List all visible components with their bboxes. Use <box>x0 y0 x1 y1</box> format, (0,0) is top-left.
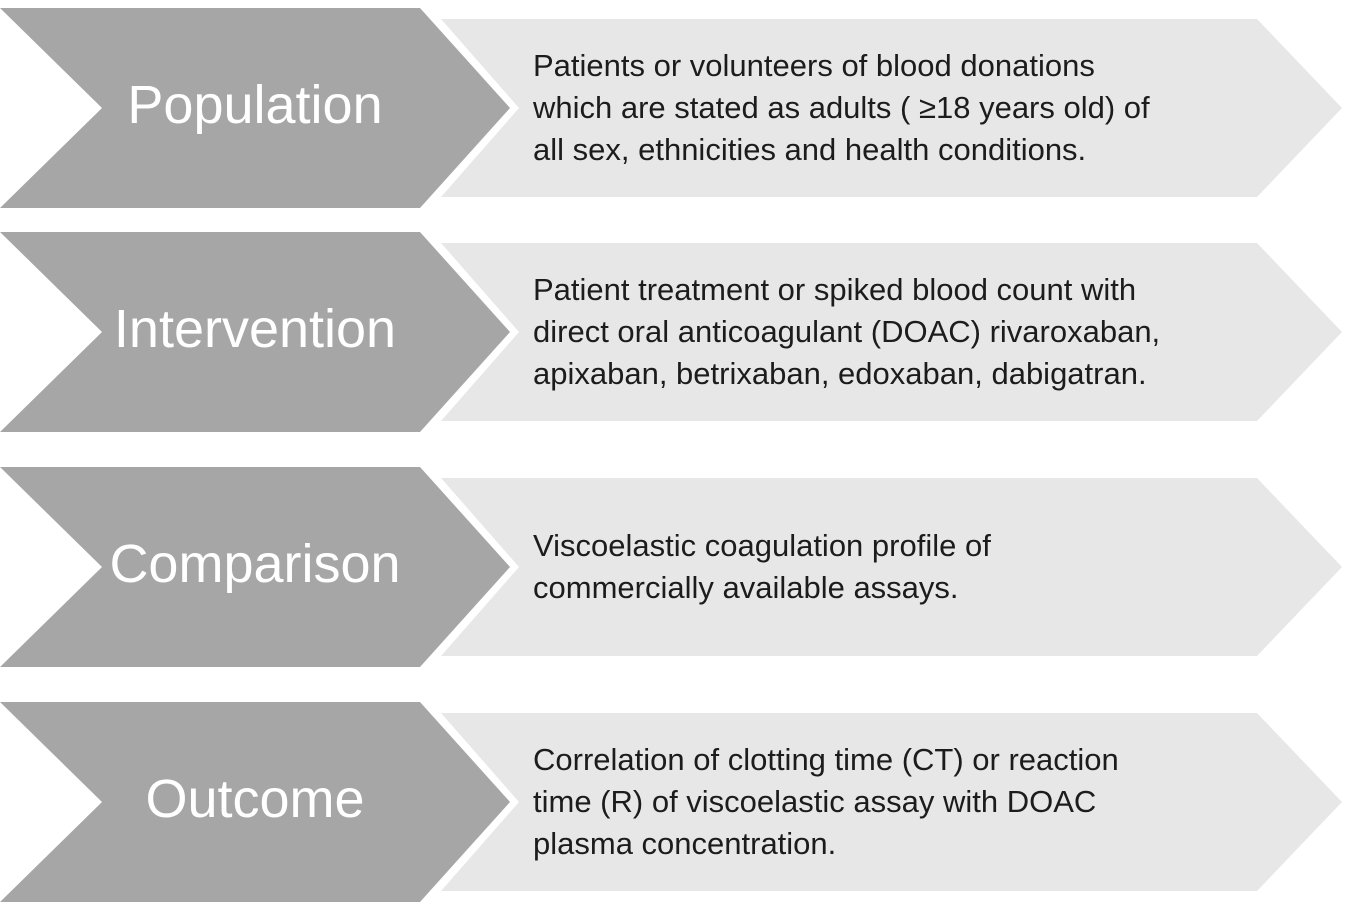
row-description: Correlation of clotting time (CT) or rea… <box>533 742 1119 861</box>
row-label: Comparison <box>109 534 401 594</box>
row-description: Viscoelastic coagulation profile of comm… <box>533 528 991 605</box>
label-arrow: Outcome <box>0 702 510 902</box>
label-arrow: Population <box>0 8 510 208</box>
row-label: Population <box>127 75 383 135</box>
label-arrow: Intervention <box>0 232 510 432</box>
pico-row-outcome: Correlation of clotting time (CT) or rea… <box>0 702 1350 902</box>
description-arrow: Viscoelastic coagulation profile of comm… <box>441 478 1342 656</box>
row-label: Intervention <box>113 299 397 359</box>
row-description: Patient treatment or spiked blood count … <box>533 272 1161 391</box>
description-arrow: Correlation of clotting time (CT) or rea… <box>441 713 1342 891</box>
description-arrow: Patients or volunteers of blood donation… <box>441 19 1342 197</box>
pico-row-intervention: Patient treatment or spiked blood count … <box>0 232 1350 432</box>
pico-row-comparison: Viscoelastic coagulation profile of comm… <box>0 467 1350 667</box>
pico-row-population: Patients or volunteers of blood donation… <box>0 8 1350 208</box>
description-arrow: Patient treatment or spiked blood count … <box>441 243 1342 421</box>
row-description: Patients or volunteers of blood donation… <box>533 48 1150 167</box>
label-arrow: Comparison <box>0 467 510 667</box>
row-label: Outcome <box>145 769 365 829</box>
